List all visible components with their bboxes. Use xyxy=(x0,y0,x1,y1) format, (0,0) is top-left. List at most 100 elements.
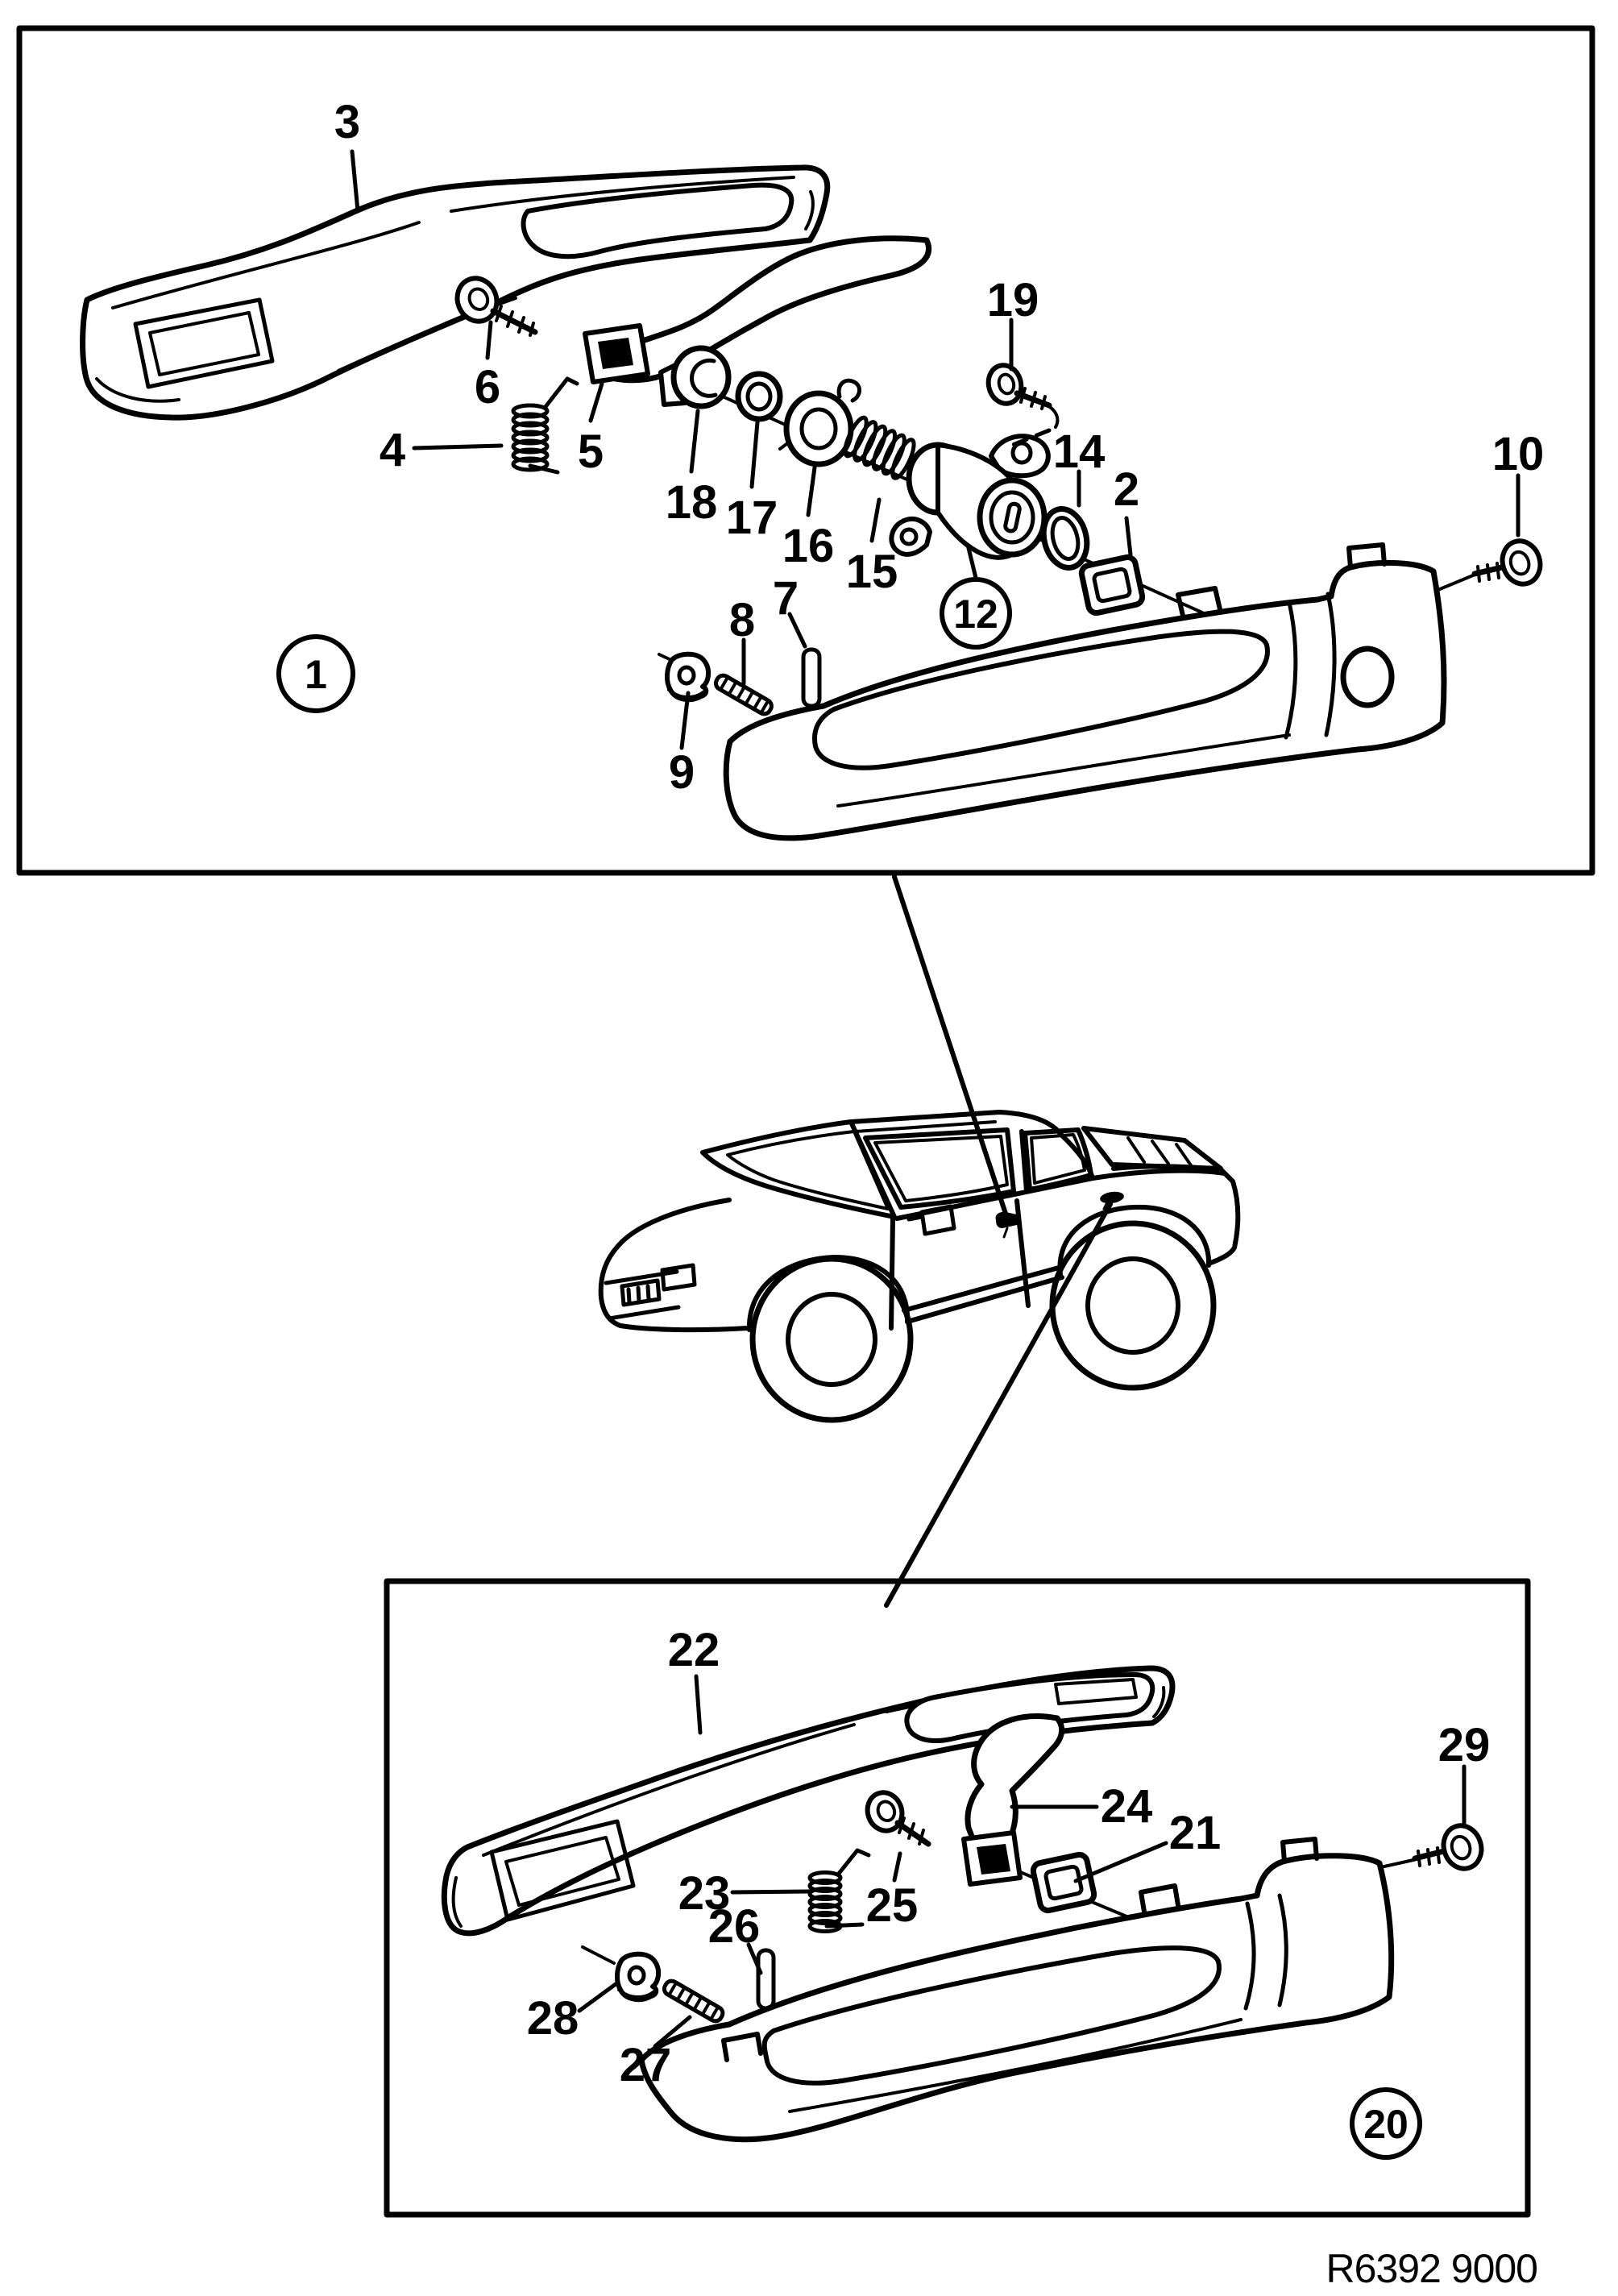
pivot-bushing xyxy=(658,345,732,409)
stud-screw xyxy=(713,673,774,716)
part-callout-4: 4 xyxy=(380,424,405,476)
part-callout-9: 9 xyxy=(669,746,695,799)
nut-axis xyxy=(581,1945,616,1965)
frame-handle-opening xyxy=(904,1672,1155,1743)
leader-line-15 xyxy=(869,497,882,543)
part-callout-16: 16 xyxy=(782,520,835,572)
part-callout-24: 24 xyxy=(1101,1780,1153,1833)
lock-screw xyxy=(985,363,1060,450)
leader-line-25 xyxy=(892,1851,902,1883)
part-callout-7: 7 xyxy=(773,572,799,625)
cap-screw-rear xyxy=(1412,1823,1484,1871)
leader-line-26 xyxy=(746,1942,763,1975)
grille xyxy=(620,1278,662,1307)
headlight xyxy=(660,1263,697,1292)
grip-recess xyxy=(812,629,1270,770)
part-callout-21: 21 xyxy=(1169,1807,1222,1859)
seal-ring xyxy=(1040,506,1090,571)
lock-hole xyxy=(1340,646,1395,708)
lock-gasket xyxy=(1078,554,1146,617)
frame-rect-hole xyxy=(489,1819,636,1922)
leader-line-5 xyxy=(588,381,604,423)
part-callout-28: 28 xyxy=(527,1992,579,2045)
part-callout-5: 5 xyxy=(578,426,604,478)
link-front-door xyxy=(892,874,1010,1221)
key-slot xyxy=(1003,501,1022,534)
inner-handle-lever-rear xyxy=(961,1713,1065,1887)
front-wheel xyxy=(749,1256,914,1423)
mount-tab xyxy=(721,2032,763,2062)
lock-spring xyxy=(843,415,916,480)
leader-line-7 xyxy=(787,612,807,649)
mirror xyxy=(906,1204,956,1236)
part-callout-22: 22 xyxy=(668,1624,720,1676)
lever-screw xyxy=(454,276,538,337)
frame-rect-hole xyxy=(133,297,275,389)
flanged-nut xyxy=(665,651,711,703)
leader-line-28 xyxy=(577,1982,618,2013)
inner-handle-lever xyxy=(583,235,932,384)
part-callout-8: 8 xyxy=(729,594,755,646)
lever-screw-rear xyxy=(865,1790,931,1847)
link-rear-door xyxy=(884,1202,1113,1608)
return-spring-rear xyxy=(807,1848,871,1933)
outer-door-handle xyxy=(723,542,1447,841)
callout-circle-20 xyxy=(1350,2087,1422,2160)
frame-handle-opening xyxy=(521,182,794,259)
part-callout-29: 29 xyxy=(1438,1719,1491,1771)
stud-screw-rear xyxy=(662,1978,725,2024)
part-callout-6: 6 xyxy=(475,361,500,413)
part-callout-14: 14 xyxy=(1053,426,1106,478)
part-callout-12: 12 xyxy=(953,592,998,637)
washer-ring xyxy=(735,371,783,422)
leader-line-23 xyxy=(730,1889,812,1895)
leader-line-12 xyxy=(965,542,978,580)
leader-line-2 xyxy=(1124,516,1133,557)
part-callout-19: 19 xyxy=(987,274,1039,326)
part-callout-20: 20 xyxy=(1363,2102,1408,2147)
part-callout-1: 1 xyxy=(305,652,327,697)
rear-door-handle-mark xyxy=(1100,1191,1124,1204)
handle-gasket-rear xyxy=(1030,1851,1097,1914)
flanged-nut-rear xyxy=(615,1951,661,2003)
grip-recess xyxy=(761,1945,1222,2086)
part-callout-27: 27 xyxy=(620,2039,672,2091)
rear-window xyxy=(1081,1126,1223,1171)
mount-tab xyxy=(1176,586,1222,618)
cap-screw xyxy=(1471,538,1543,587)
mount-tab xyxy=(1280,1837,1319,1864)
leader-line-21 xyxy=(1073,1841,1168,1883)
leader-line-27 xyxy=(653,2015,692,2049)
front-panel-border xyxy=(16,25,1595,876)
outer-door-handle-rear xyxy=(638,1837,1395,2143)
mount-tab xyxy=(1346,542,1387,570)
callout-circle-12 xyxy=(940,577,1012,650)
part-callout-25: 25 xyxy=(866,1879,919,1932)
mount-tab xyxy=(1139,1883,1180,1914)
lock-cylinder xyxy=(889,434,1051,560)
callout-circle-1 xyxy=(276,634,355,713)
leader-line-9 xyxy=(679,691,691,750)
leader-line-3 xyxy=(350,149,360,214)
part-callout-15: 15 xyxy=(846,546,898,598)
front-door-window xyxy=(863,1127,1016,1210)
part-callout-17: 17 xyxy=(726,492,778,544)
car-illustration xyxy=(598,1110,1241,1423)
rear-door-window xyxy=(1023,1127,1093,1192)
lever-square-hole xyxy=(977,1844,1010,1875)
part-callout-3: 3 xyxy=(334,96,360,148)
leader-line-4 xyxy=(412,443,504,450)
leader-line-22 xyxy=(694,1674,703,1735)
part-callout-2: 2 xyxy=(1114,463,1139,516)
reference-code: R6392 9000 xyxy=(1326,2246,1538,2291)
lock-housing xyxy=(778,378,861,467)
lever-square-hole xyxy=(598,338,633,369)
screw-locator-dash xyxy=(1002,428,1052,450)
part-callout-26: 26 xyxy=(708,1900,761,1953)
part-callout-10: 10 xyxy=(1492,428,1545,480)
